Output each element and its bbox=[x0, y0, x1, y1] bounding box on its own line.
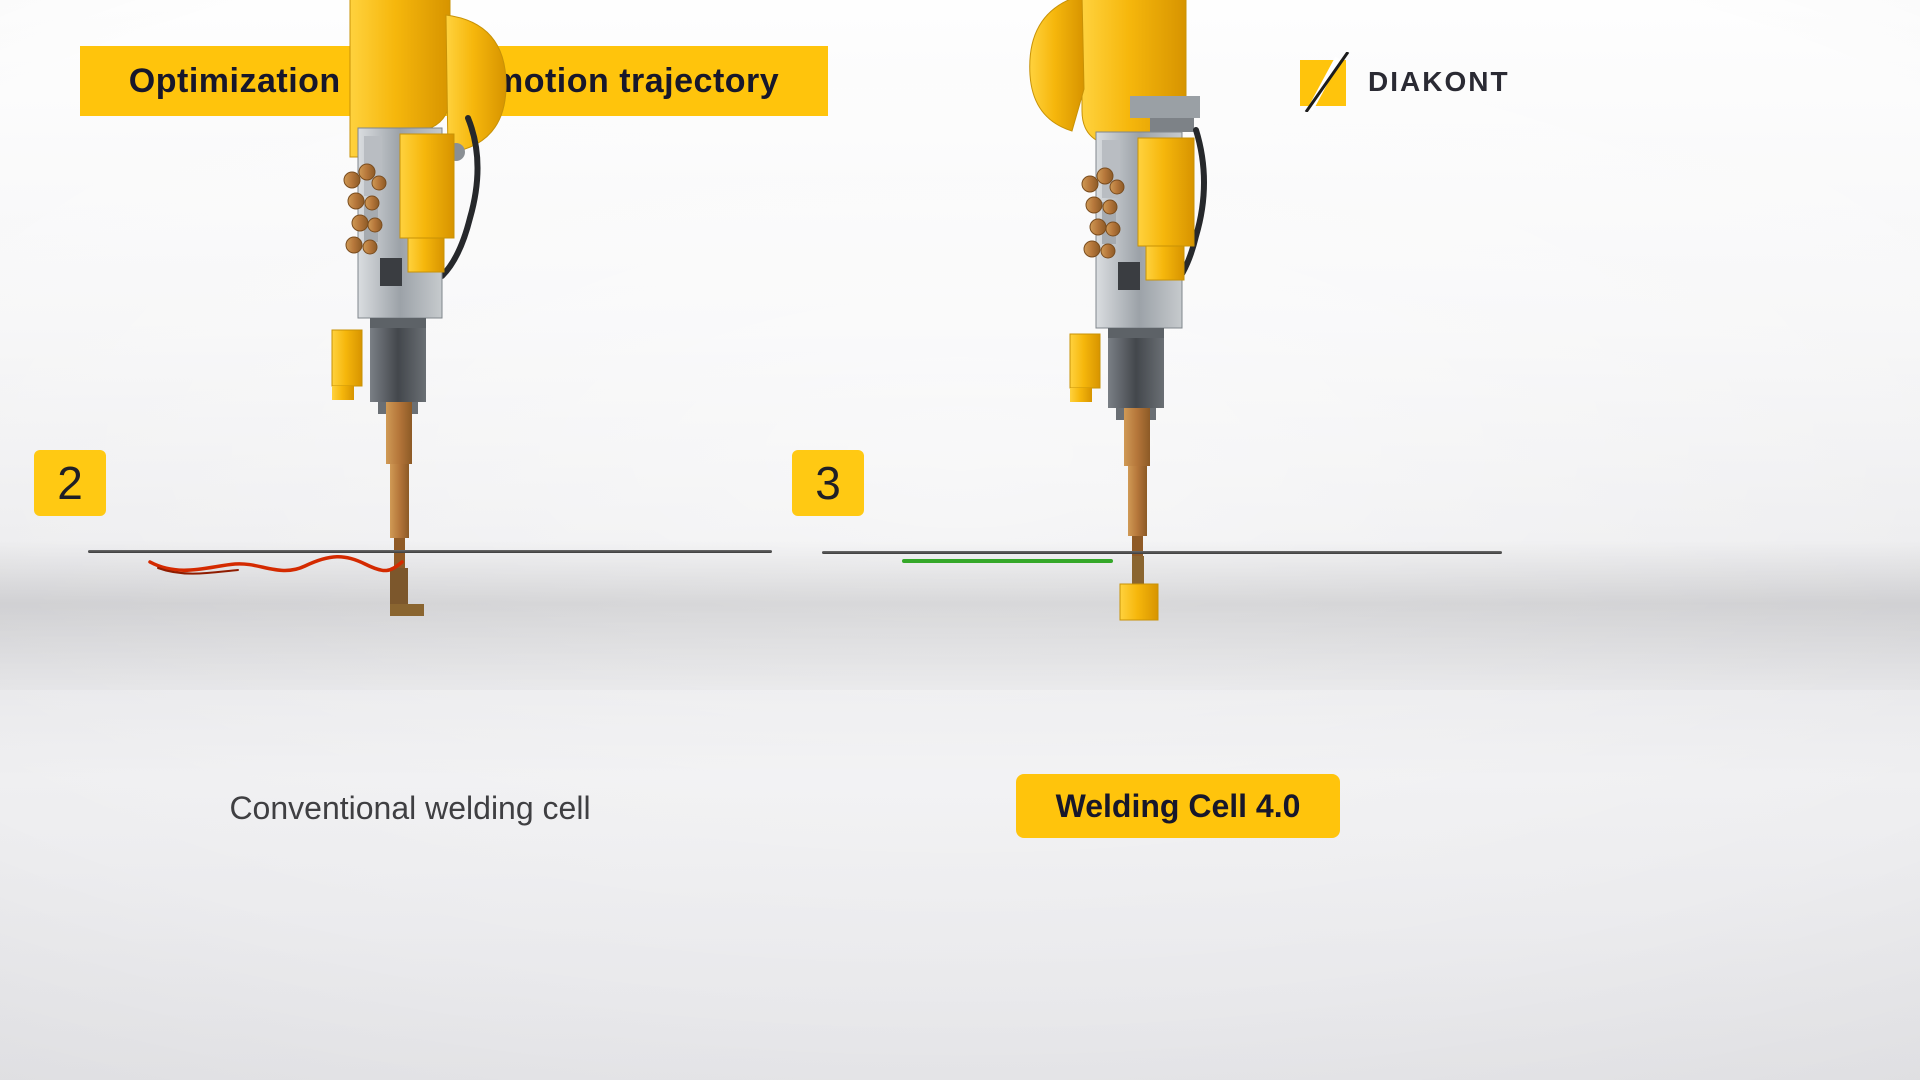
welding-gun-assembly bbox=[343, 127, 455, 319]
robot-arm-left bbox=[331, 0, 507, 616]
trajectory-path-green bbox=[902, 559, 1113, 563]
diakont-logo: DIAKONT bbox=[1298, 51, 1510, 113]
robot-upper-arm bbox=[1029, 0, 1207, 291]
trajectory-path-red bbox=[148, 555, 404, 575]
workpiece-line-right bbox=[822, 551, 1502, 554]
copper-contacts bbox=[1081, 167, 1125, 259]
caption-conventional: Conventional welding cell bbox=[229, 790, 591, 826]
step-badge-right: 3 bbox=[792, 450, 864, 516]
diakont-slash-icon bbox=[1298, 51, 1354, 113]
robot-arm-right bbox=[1029, 0, 1207, 621]
welding-torch bbox=[1119, 408, 1159, 621]
logo-text: DIAKONT bbox=[1368, 66, 1510, 97]
workpiece-line-left bbox=[88, 550, 772, 553]
welding-gun-assembly bbox=[1081, 131, 1195, 329]
step-badge-left: 2 bbox=[34, 450, 106, 516]
lower-actuator bbox=[1069, 328, 1164, 420]
copper-contacts bbox=[343, 163, 387, 255]
caption-welding-cell-40: Welding Cell 4.0 bbox=[1016, 774, 1340, 838]
welding-torch bbox=[386, 402, 424, 616]
caption-welding-cell-40-text: Welding Cell 4.0 bbox=[1055, 787, 1301, 824]
lower-actuator bbox=[331, 318, 426, 414]
